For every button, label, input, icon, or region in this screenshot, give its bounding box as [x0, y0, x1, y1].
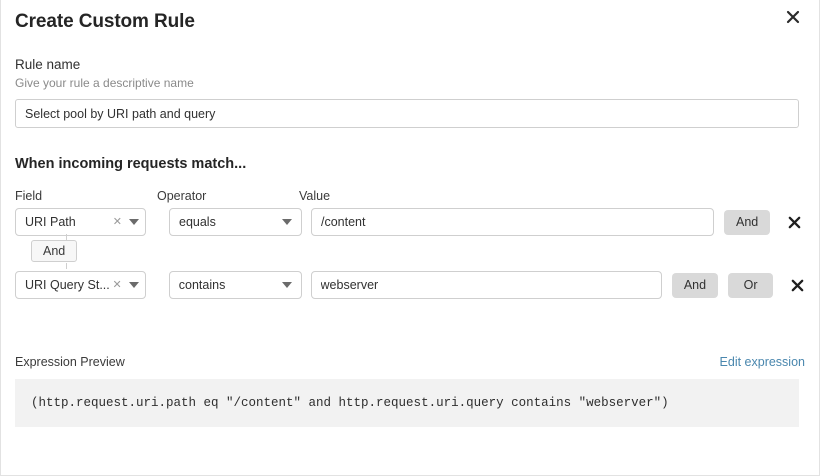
edit-expression-link[interactable]: Edit expression — [719, 355, 805, 369]
operator-select-2[interactable]: contains — [168, 271, 302, 299]
dialog-header: Create Custom Rule — [15, 0, 805, 44]
rule-name-input[interactable] — [15, 99, 799, 128]
condition-column-headers: Field Operator Value — [15, 189, 805, 203]
chevron-down-icon[interactable] — [129, 219, 139, 225]
expression-preview-header: Expression Preview Edit expression — [15, 355, 805, 369]
clear-icon[interactable]: ✕ — [112, 215, 122, 228]
or-button-2[interactable]: Or — [728, 272, 774, 298]
chevron-down-icon[interactable] — [282, 219, 292, 225]
value-input-1[interactable] — [311, 208, 714, 236]
condition-row: URI Path ✕ equals And — [15, 208, 805, 236]
delete-condition-button-1[interactable] — [786, 214, 802, 230]
and-button-1[interactable]: And — [724, 209, 771, 235]
connector-and-badge[interactable]: And — [31, 240, 78, 262]
column-header-operator: Operator — [157, 189, 207, 203]
field-select-2[interactable]: URI Query St... ✕ — [15, 271, 146, 299]
page-title: Create Custom Rule — [15, 11, 195, 32]
expression-preview-label: Expression Preview — [15, 355, 125, 369]
operator-select-1[interactable]: equals — [169, 208, 302, 236]
rule-name-hint: Give your rule a descriptive name — [15, 76, 194, 90]
field-select-1-value: URI Path — [25, 215, 76, 229]
rule-name-label: Rule name — [15, 57, 81, 72]
value-input-2[interactable] — [310, 271, 662, 299]
clear-icon[interactable]: ✕ — [112, 278, 122, 291]
connector-line-top — [66, 234, 67, 240]
and-button-2[interactable]: And — [671, 272, 719, 298]
conditions-section-title: When incoming requests match... — [15, 156, 247, 172]
close-icon[interactable] — [782, 6, 804, 28]
column-header-value: Value — [299, 189, 331, 203]
operator-select-1-value: equals — [179, 215, 216, 229]
condition-row: URI Query St... ✕ contains And Or — [15, 271, 805, 299]
expression-preview-code: (http.request.uri.path eq "/content" and… — [15, 379, 799, 427]
connector-line-bottom — [66, 263, 67, 269]
field-select-1[interactable]: URI Path ✕ — [15, 208, 146, 236]
field-select-2-value: URI Query St... — [25, 278, 110, 292]
chevron-down-icon[interactable] — [281, 282, 292, 288]
delete-condition-button-2[interactable] — [789, 277, 805, 293]
chevron-down-icon[interactable] — [128, 282, 139, 288]
condition-connector: And — [15, 234, 805, 269]
column-header-field: Field — [15, 189, 43, 203]
operator-select-2-value: contains — [178, 278, 226, 292]
